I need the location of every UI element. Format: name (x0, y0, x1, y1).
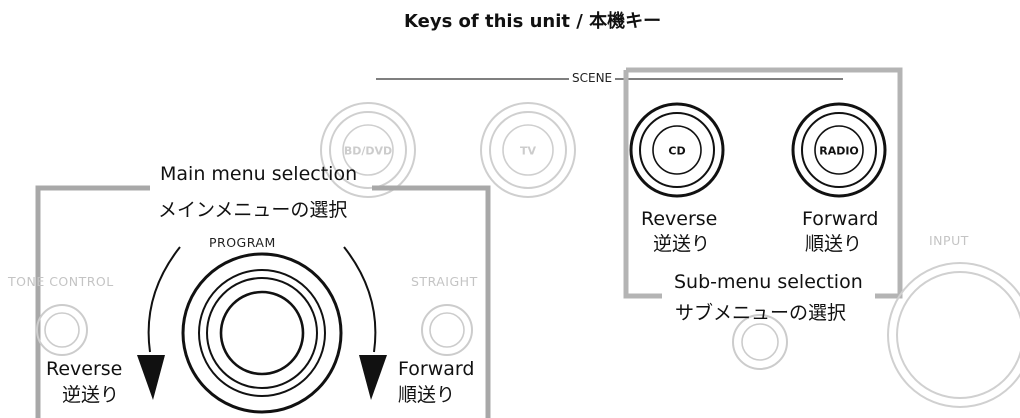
sub-menu-label-jp: サブメニューの選択 (675, 302, 847, 324)
tv-button[interactable] (480, 102, 576, 198)
tv-label: TV (519, 144, 537, 158)
cd-button[interactable] (629, 102, 725, 198)
bd-dvd-label: BD/DVD (343, 144, 393, 158)
input-label: INPUT (929, 233, 969, 248)
main-reverse-label-en: Reverse (46, 358, 123, 380)
reverse-arrow (137, 246, 181, 400)
sub-menu-frame (623, 67, 903, 299)
tone-control-label: TONE CONTROL (8, 274, 114, 289)
tone-control-knob[interactable] (36, 304, 88, 356)
bd-dvd-button[interactable] (320, 102, 416, 198)
main-menu-label-jp: メインメニューの選択 (158, 199, 348, 221)
cd-label: CD (668, 144, 686, 158)
main-menu-label-en: Main menu selection (160, 163, 358, 185)
small-knob[interactable] (732, 314, 788, 370)
diagram-title: Keys of this unit / 本機キー (404, 11, 662, 32)
radio-button[interactable] (791, 102, 887, 198)
sub-forward-label-jp: 順送り (805, 233, 863, 255)
scene-label: SCENE (569, 72, 616, 84)
input-knob[interactable] (887, 262, 1020, 408)
main-forward-label-en: Forward (398, 358, 475, 380)
straight-knob[interactable] (421, 304, 473, 356)
program-knob[interactable] (181, 252, 343, 414)
sub-reverse-label-jp: 逆送り (653, 233, 711, 255)
program-label: PROGRAM (209, 235, 276, 250)
straight-label: STRAIGHT (411, 274, 478, 289)
main-menu-frame (35, 185, 491, 418)
sub-forward-label-en: Forward (802, 208, 879, 230)
main-reverse-label-jp: 逆送り (62, 384, 120, 406)
sub-menu-label-en: Sub-menu selection (670, 273, 867, 292)
sub-reverse-label-en: Reverse (641, 208, 718, 230)
radio-label: RADIO (819, 144, 859, 158)
main-forward-label-jp: 順送り (398, 384, 456, 406)
forward-arrow (343, 246, 387, 400)
